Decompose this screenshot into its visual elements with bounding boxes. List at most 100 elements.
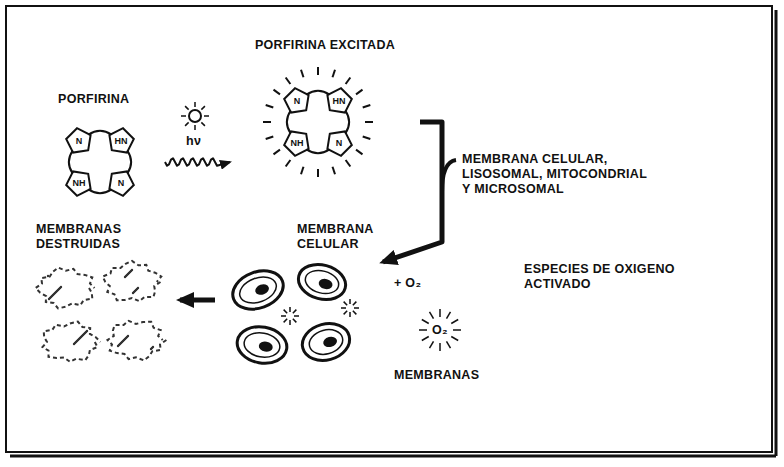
membrane-debris xyxy=(50,296,52,298)
membrane-debris xyxy=(131,269,133,271)
sun-ray xyxy=(185,122,189,126)
excitation-ray xyxy=(301,167,303,175)
cell-inner-membrane xyxy=(306,326,345,358)
membrane-debris xyxy=(51,295,53,297)
membrane-debris xyxy=(119,343,121,345)
figure-caption: MEMBRANAS DESTRUIDAS xyxy=(36,222,136,252)
membrane-debris xyxy=(79,337,81,339)
annotation: MEMBRANA CELULAR, LISOSOMAL, MITOCONDRIA… xyxy=(462,152,652,197)
sun-ray xyxy=(204,115,209,117)
cell-membrane xyxy=(227,264,288,316)
sun-ray xyxy=(181,115,186,117)
oxygen-burst xyxy=(419,329,427,331)
cell xyxy=(298,318,354,365)
oxygen-burst xyxy=(344,302,348,306)
membrane-debris xyxy=(126,274,128,276)
membrane-debris xyxy=(49,297,51,299)
membrane-debris xyxy=(137,287,139,289)
membrane-debris xyxy=(130,270,132,272)
membrane-debris xyxy=(58,288,60,290)
sun-ray xyxy=(194,125,196,130)
excitation-ray xyxy=(301,70,303,78)
membrane-debris xyxy=(82,334,84,336)
membrane-debris xyxy=(86,330,88,332)
annotation: hν xyxy=(186,134,201,149)
oxygen-burst xyxy=(430,312,434,319)
oxygen-burst xyxy=(293,319,297,323)
figure-group: MEMBRANA CELULAR xyxy=(215,222,383,377)
excitation-ray xyxy=(263,121,271,123)
excitation-ray xyxy=(363,137,371,139)
meso-bridge xyxy=(287,110,291,133)
membrane-debris xyxy=(55,291,57,293)
excitation-ray xyxy=(274,150,280,155)
membrane-debris xyxy=(54,292,56,294)
excitation-ray xyxy=(356,90,362,95)
oxygen-symbol: O₂ xyxy=(430,323,450,338)
oxygen-burst xyxy=(349,299,351,304)
frame-shadow xyxy=(775,10,778,456)
membrane-debris xyxy=(56,290,58,292)
membrane-debris xyxy=(127,335,129,337)
excitation-ray xyxy=(333,167,335,175)
membrane-debris xyxy=(75,341,77,343)
arrow-connector xyxy=(383,122,442,262)
membrane-debris xyxy=(128,272,130,274)
excitation-ray xyxy=(346,78,351,84)
membrane-debris xyxy=(53,293,55,295)
cell-inner-membrane xyxy=(242,330,282,360)
oxygen-burst xyxy=(284,319,288,323)
membrane-debris xyxy=(78,338,80,340)
cell-membrane xyxy=(234,323,289,367)
excitation-ray xyxy=(286,78,291,84)
membrane-debris xyxy=(80,336,82,338)
membrane-debris xyxy=(127,273,129,275)
membrane-debris xyxy=(151,347,153,349)
membrane-debris xyxy=(124,276,126,278)
membrane-debris xyxy=(134,290,136,292)
membrane-debris xyxy=(59,287,61,289)
cell-inner-membrane xyxy=(303,267,342,297)
atom-label: HN xyxy=(114,136,129,146)
meso-bridge xyxy=(69,150,73,173)
atom-label: HN xyxy=(332,96,347,106)
excitation-ray xyxy=(346,160,351,166)
excitation-ray xyxy=(286,160,291,166)
membrane-debris xyxy=(74,342,76,344)
sun-ray xyxy=(201,106,205,110)
membrane-debris xyxy=(84,332,86,334)
atom-label: N xyxy=(75,136,84,146)
broken-membrane xyxy=(43,322,101,362)
membrane-debris xyxy=(117,345,119,347)
sun-symbol xyxy=(189,110,201,122)
atom-label: N xyxy=(117,178,126,188)
meso-bridge xyxy=(88,131,111,135)
broken-membrane xyxy=(103,261,162,301)
membrane-debris xyxy=(123,339,125,341)
membrane-debris xyxy=(52,294,54,296)
sun-ray xyxy=(185,106,189,110)
oxygen-burst xyxy=(422,320,429,324)
excitation-ray xyxy=(274,90,280,95)
membrane-debris xyxy=(125,275,127,277)
meso-bridge xyxy=(88,189,111,193)
figure-group: MEMBRANAS DESTRUIDAS xyxy=(28,222,180,372)
cell-membrane xyxy=(294,259,349,304)
oxygen-burst xyxy=(354,307,359,309)
membrane-debris xyxy=(118,344,120,346)
arrow-connector xyxy=(165,158,230,166)
meso-bridge xyxy=(306,149,329,153)
annotation: ESPECIES DE OXIGENO ACTIVADO xyxy=(524,262,689,292)
cell-inner-membrane xyxy=(236,272,280,308)
atom-label: N xyxy=(335,138,344,148)
oxygen-burst xyxy=(447,312,451,319)
meso-bridge xyxy=(306,91,329,95)
pyrrole-ring xyxy=(327,88,351,112)
membrane-debris xyxy=(152,346,154,348)
excitation-ray xyxy=(266,105,274,107)
cell-nucleus xyxy=(322,335,338,348)
membrane-debris xyxy=(77,339,79,341)
cell xyxy=(234,323,289,367)
figure-group: PORFIRINA xyxy=(40,92,165,207)
